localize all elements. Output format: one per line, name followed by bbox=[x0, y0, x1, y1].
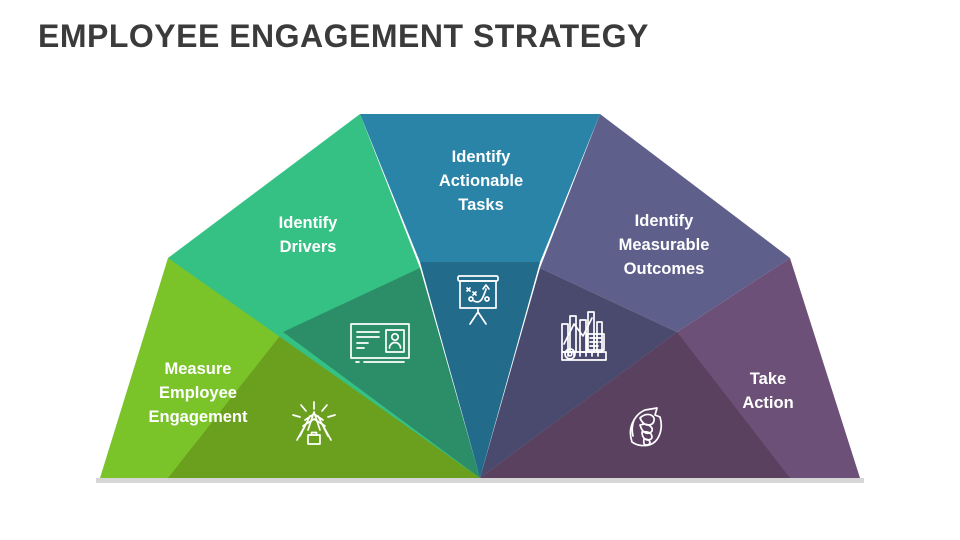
segment-shape-take-action-dark[interactable] bbox=[480, 332, 790, 478]
base-shadow bbox=[96, 478, 864, 483]
segment-shape-identify-measurable-outcomes-dark[interactable] bbox=[480, 268, 677, 478]
page-title: EMPLOYEE ENGAGEMENT STRATEGY bbox=[38, 18, 649, 54]
segment-shape-identify-actionable-tasks-light[interactable] bbox=[360, 114, 600, 262]
segment-shape-identify-drivers-dark[interactable] bbox=[283, 268, 480, 478]
segment-shape-identify-measurable-outcomes-light[interactable] bbox=[540, 114, 790, 332]
segment-shape-identify-actionable-tasks-dark[interactable] bbox=[420, 262, 540, 478]
